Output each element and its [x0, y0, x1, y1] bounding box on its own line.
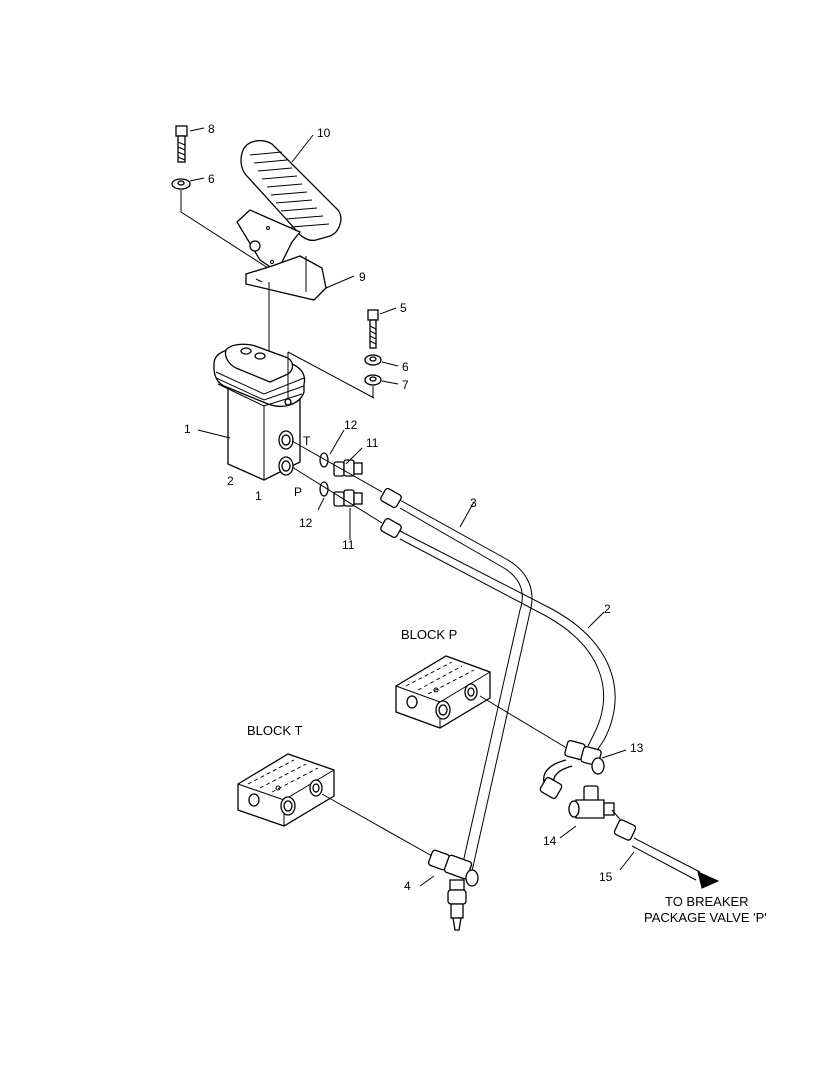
label-part-5: 5 — [400, 301, 407, 315]
label-block-p: BLOCK P — [401, 627, 457, 642]
bolt-5 — [367, 309, 379, 349]
label-part-7: 7 — [402, 378, 409, 392]
hose-2 — [380, 517, 616, 753]
pedal-valve-1 — [213, 343, 306, 481]
tee-fitting-14 — [568, 785, 615, 819]
label-part-6-upper: 6 — [208, 172, 215, 186]
elbow-fitting-4 — [428, 849, 479, 931]
arrow-right-icon — [697, 871, 720, 889]
label-part-11-lower: 11 — [342, 538, 355, 552]
o-ring-12-upper — [319, 452, 329, 468]
label-part-14: 14 — [543, 834, 557, 848]
label-port-t: T — [303, 434, 311, 448]
label-part-12-upper: 12 — [344, 418, 358, 432]
label-part-6-lower: 6 — [402, 360, 409, 374]
label-part-15: 15 — [599, 870, 613, 884]
destination-line-2: PACKAGE VALVE 'P' — [644, 910, 767, 925]
washer-6-lower — [364, 354, 382, 366]
label-port-p: P — [294, 485, 302, 499]
washer-6-upper — [171, 178, 191, 190]
label-part-1-left: 1 — [184, 422, 191, 436]
washer-7 — [364, 374, 382, 386]
label-part-12-lower: 12 — [299, 516, 313, 530]
label-part-10: 10 — [317, 126, 331, 140]
label-part-9: 9 — [359, 270, 366, 284]
destination-line-1: TO BREAKER — [665, 894, 749, 909]
fitting-11-lower — [333, 489, 363, 507]
label-part-2-hose: 2 — [604, 602, 611, 616]
hose-15 — [613, 819, 701, 881]
label-part-3: 3 — [470, 496, 477, 510]
hose-3 — [380, 487, 533, 881]
label-part-13: 13 — [630, 741, 644, 755]
fitting-13 — [539, 739, 605, 799]
label-part-4: 4 — [404, 879, 411, 893]
pedal-10 — [240, 139, 342, 242]
label-part-1-bottom: 1 — [255, 489, 262, 503]
label-part-11-upper: 11 — [366, 436, 379, 450]
block-t — [237, 753, 335, 827]
label-part-8: 8 — [208, 122, 215, 136]
bolt-8 — [175, 125, 188, 163]
label-block-t: BLOCK T — [247, 723, 302, 738]
label-part-2-left: 2 — [227, 474, 234, 488]
block-p — [395, 655, 491, 729]
